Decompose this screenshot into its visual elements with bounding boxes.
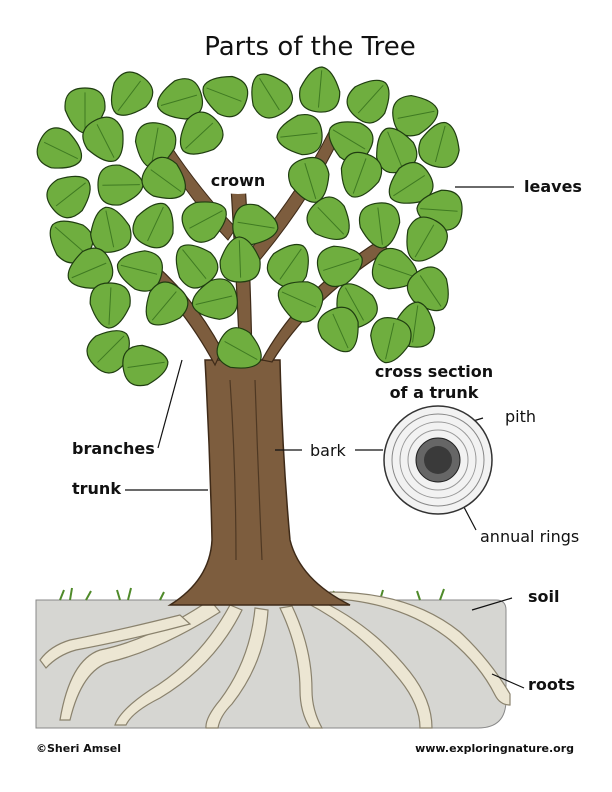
leaf-vein	[237, 221, 275, 229]
leaf-vein	[419, 275, 442, 307]
leaf-vein	[54, 226, 84, 252]
leaf-vein	[120, 264, 158, 275]
leaf-vein	[317, 70, 323, 108]
leaf-vein	[147, 206, 164, 242]
leaf-vein	[397, 110, 435, 119]
leaf-vein	[317, 206, 345, 235]
leaves-label: leaves	[524, 177, 582, 196]
leaf-vein	[151, 291, 177, 321]
copyright-text: ©Sheri Amsel	[36, 742, 121, 755]
roots	[39, 591, 511, 729]
leaf-shape	[406, 266, 449, 312]
leaf-vein	[387, 131, 403, 167]
leaf-shape	[370, 317, 412, 364]
leaf-shape	[277, 281, 324, 323]
leaf-vein	[105, 210, 115, 248]
leaf-vein	[357, 84, 384, 114]
cross-section-label-1: cross section	[375, 362, 493, 381]
leaf-shape	[116, 250, 163, 292]
leaf-shape	[110, 71, 154, 116]
leaf-vein	[43, 141, 79, 160]
leaf-shape	[191, 278, 238, 320]
leaf-shape	[216, 327, 262, 369]
leaf-vein	[344, 287, 364, 321]
leaf-vein	[304, 163, 317, 200]
leaf-shape	[141, 156, 186, 199]
roots-label: roots	[528, 675, 575, 694]
leaf-shape	[46, 175, 91, 219]
leaf-vein	[160, 94, 198, 106]
crown-label-bg	[202, 166, 274, 194]
branches-label: branches	[72, 439, 155, 458]
leaf-vein	[332, 129, 366, 150]
leaf-shape	[406, 216, 448, 262]
trunk-label: trunk	[72, 479, 121, 498]
leaf-vein	[102, 184, 140, 186]
pith-label: pith	[505, 407, 536, 426]
leaf-shape	[175, 244, 219, 289]
leaf-vein	[96, 124, 115, 158]
leaf-vein	[378, 263, 414, 277]
leaf-shape	[90, 206, 132, 253]
soil-label: soil	[528, 587, 559, 606]
leaf-shape	[202, 75, 249, 118]
leaf-shape	[418, 121, 460, 168]
leaf-vein	[195, 295, 233, 305]
leaf-shape	[132, 202, 174, 249]
cross-section-label-2: of a trunk	[390, 383, 479, 402]
leaf-vein	[151, 127, 159, 165]
leaf-vein	[189, 210, 223, 229]
leaf-vein	[385, 322, 395, 360]
leaf-vein	[434, 125, 446, 163]
leaf-shape	[340, 151, 383, 198]
leaf-vein	[377, 207, 383, 245]
leaf-vein	[97, 335, 125, 363]
leaf-shape	[317, 306, 359, 353]
leaf-vein	[55, 182, 86, 207]
leaf-vein	[108, 287, 112, 325]
crown-label: crown	[211, 171, 266, 190]
leaf-vein	[412, 305, 419, 343]
annual-rings-label: annual rings	[480, 527, 579, 546]
leaf-shape	[82, 116, 124, 162]
leaf-vein	[323, 258, 359, 271]
bark-label: bark	[310, 441, 347, 460]
leaf-shape	[181, 201, 227, 243]
leaf-vein	[127, 361, 165, 368]
leaf-shape	[392, 94, 439, 137]
leaf-vein	[414, 224, 435, 258]
leaf-shape	[122, 344, 169, 387]
leaf-vein	[393, 174, 426, 197]
leaf-vein	[206, 87, 242, 102]
leaf-vein	[238, 240, 242, 278]
leaf-vein	[332, 313, 349, 349]
trunk-cross-section	[383, 405, 493, 515]
leaves-canopy	[36, 66, 463, 387]
leaf-shape	[316, 245, 363, 288]
leaf-vein	[420, 208, 458, 212]
website-text: www.exploringnature.org	[415, 742, 574, 755]
leaf-vein	[259, 77, 280, 111]
leaf-vein	[117, 80, 141, 112]
leaf-vein	[280, 132, 318, 138]
leaf-vein	[71, 262, 107, 279]
leaf-vein	[185, 122, 214, 149]
leaf-vein	[182, 249, 207, 279]
leaf-vein	[281, 291, 317, 308]
leaf-vein	[279, 248, 302, 280]
leaf-shape	[145, 281, 189, 326]
leaf-shape	[251, 73, 294, 119]
leaf-vein	[352, 158, 367, 194]
leaf-vein	[224, 341, 258, 361]
leaf-vein	[150, 169, 182, 193]
page-title: Parts of the Tree	[204, 32, 416, 62]
trunk-shape	[129, 129, 389, 606]
leaf-shape	[36, 127, 83, 169]
